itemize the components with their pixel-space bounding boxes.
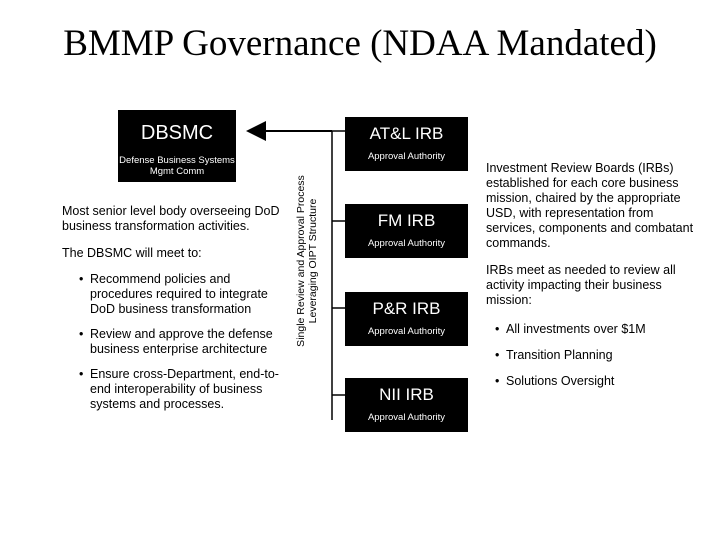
- irb-para1: Investment Review Boards (IRBs) establis…: [486, 161, 694, 250]
- irb-bullet: •Transition Planning: [495, 348, 613, 362]
- irb-description: Investment Review Boards (IRBs) establis…: [486, 161, 704, 396]
- irb-authority: Approval Authority: [367, 151, 446, 162]
- irb-name: AT&L IRB: [369, 124, 444, 143]
- irb-box-fm: FM IRB Approval Authority: [345, 204, 468, 258]
- irb-box-nii: NII IRB Approval Authority: [345, 378, 468, 432]
- vertical-process-label: Single Review and Approval Process Lever…: [295, 146, 325, 376]
- irb-bullet: •All investments over $1M: [495, 322, 646, 336]
- irb-name: NII IRB: [379, 385, 434, 404]
- irb-para2: IRBs meet as needed to review all activi…: [486, 263, 676, 307]
- dbsmc-description: Most senior level body overseeing DoD bu…: [62, 204, 294, 419]
- irb-name: P&R IRB: [372, 299, 441, 318]
- irb-box-atl: AT&L IRB Approval Authority: [345, 117, 468, 171]
- dbsmc-intro: Most senior level body overseeing DoD bu…: [62, 204, 280, 233]
- dbsmc-bullet-list: •Recommend policies and procedures requi…: [74, 272, 294, 412]
- irb-box-pr: P&R IRB Approval Authority: [345, 292, 468, 346]
- dbsmc-name: DBSMC: [140, 122, 214, 144]
- dbsmc-bullet: •Recommend policies and procedures requi…: [79, 272, 268, 316]
- vertical-label-line2: Leveraging OIPT Structure: [307, 198, 319, 324]
- irb-bullet-list: •All investments over $1M •Transition Pl…: [490, 322, 704, 389]
- dbsmc-bullet: •Ensure cross-Department, end-to-end int…: [79, 367, 279, 411]
- irb-bullet: •Solutions Oversight: [495, 374, 615, 388]
- vertical-label-line1: Single Review and Approval Process: [295, 175, 307, 347]
- slide-title: BMMP Governance (NDAA Mandated): [63, 23, 657, 64]
- dbsmc-bullet: •Review and approve the defense business…: [79, 327, 273, 356]
- dbsmc-box: DBSMC Defense Business Systems Mgmt Comm: [118, 110, 236, 182]
- irb-authority: Approval Authority: [367, 412, 446, 423]
- irb-name: FM IRB: [377, 211, 436, 230]
- irb-authority: Approval Authority: [367, 238, 446, 249]
- dbsmc-will-meet: The DBSMC will meet to:: [62, 246, 202, 260]
- irb-authority: Approval Authority: [367, 326, 446, 337]
- dbsmc-subtitle: Defense Business Systems Mgmt Comm: [119, 155, 235, 177]
